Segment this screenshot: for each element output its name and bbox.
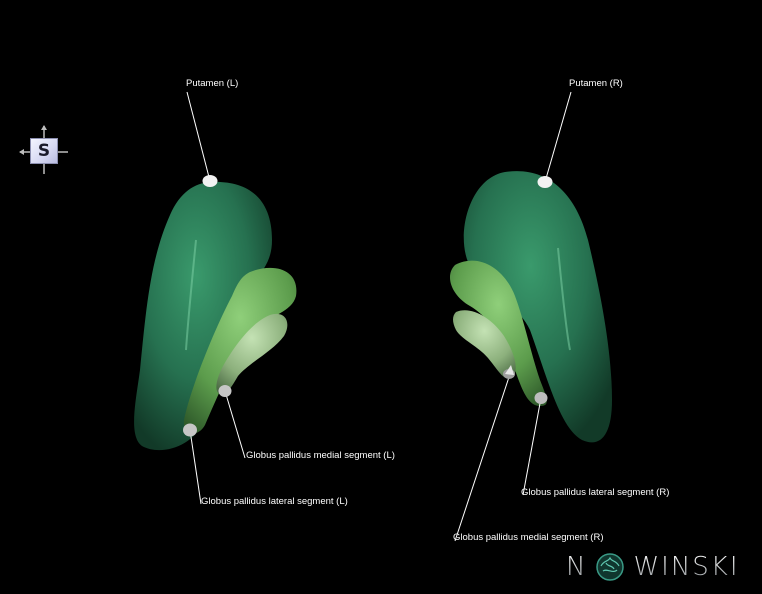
logo-text-end: WINSKI (633, 552, 740, 582)
orientation-cube-face: S (30, 138, 58, 164)
label-putamen-left: Putamen (L) (186, 78, 239, 89)
brain-logo-icon (596, 553, 625, 581)
label-putamen-right: Putamen (R) (569, 78, 623, 89)
putamen-right-shape (463, 171, 612, 443)
putamen-left-shape (134, 181, 272, 451)
gp-medial-left-shape (216, 313, 288, 394)
label-gp-medial-left: Globus pallidus medial segment (L) (246, 450, 395, 461)
label-gp-lateral-right: Globus pallidus lateral segment (R) (521, 487, 670, 498)
orientation-cube[interactable]: S (18, 124, 70, 176)
markers (183, 175, 553, 437)
label-gp-medial-right: Globus pallidus medial segment (R) (453, 532, 604, 543)
nowinski-logo: N WINSKI (566, 551, 740, 583)
gp-medial-right-shape (453, 310, 516, 379)
leader-lines (186, 91, 572, 542)
label-gp-lateral-left: Globus pallidus lateral segment (L) (201, 496, 348, 507)
logo-text-start: N (566, 552, 588, 582)
